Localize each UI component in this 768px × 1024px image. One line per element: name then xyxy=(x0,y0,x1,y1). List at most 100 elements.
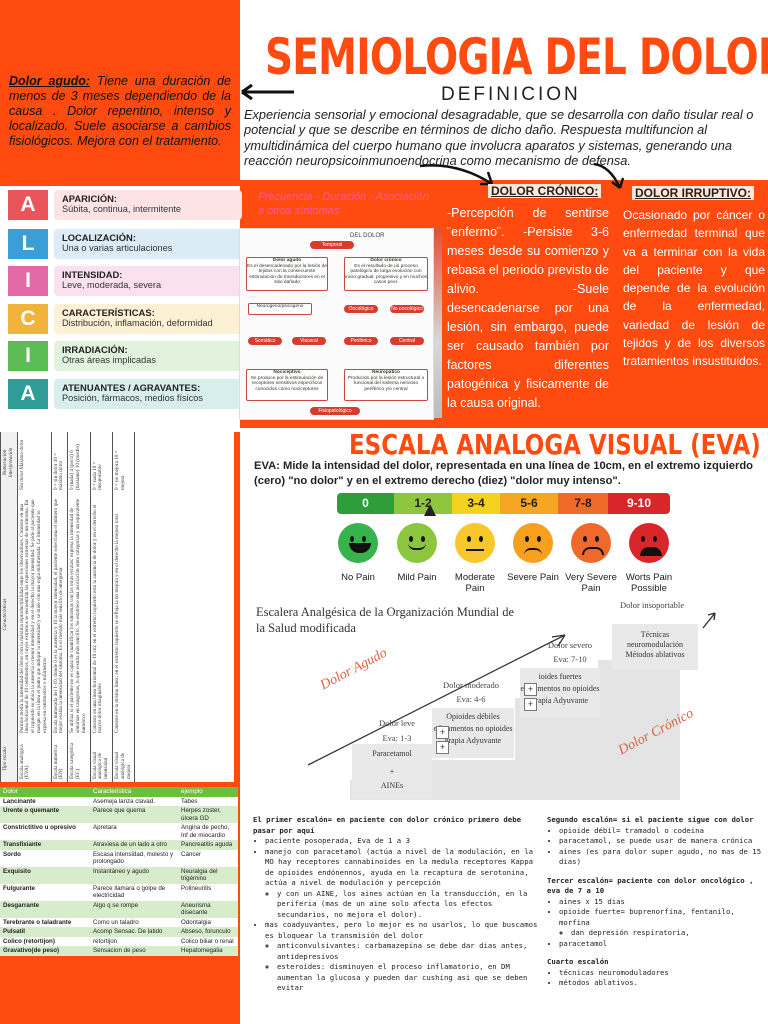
segundo-escalon-heading: Segundo escalón= si el paciente sigue co… xyxy=(547,815,754,824)
table-cell: Apretara xyxy=(90,823,178,840)
alicia-letter: A xyxy=(8,379,48,409)
oms-severo-eva: Eva: 7-10 xyxy=(553,654,587,664)
table-cell: Abseso, forunculo xyxy=(178,927,238,937)
table-cell: Sordo xyxy=(0,849,90,867)
table-header: Característica xyxy=(90,787,178,797)
no-pain-face-icon xyxy=(338,523,378,563)
scale-marker-icon xyxy=(424,504,436,516)
alicia-desc: Distribución, inflamación, deformidad xyxy=(62,318,213,328)
alicia-title: CARACTERÍSTICAS: xyxy=(62,307,155,318)
diagram-somatico: Somático xyxy=(248,337,282,345)
list-item: manejo con paracetamol (actúa a nivel de… xyxy=(265,847,545,921)
list-item: opioide fuerte= buprenorfina, fentanilo,… xyxy=(559,907,762,939)
table-cell: Escasa intensidad, molesto y prolongado xyxy=(90,849,178,867)
alicia-desc: Leve, moderada, severa xyxy=(62,280,162,290)
list-item: métodos ablativos. xyxy=(559,978,762,989)
moderate-pain-face-icon xyxy=(455,523,495,563)
alicia-row-caracteristicas: C CARACTERÍSTICAS:Distribución, inflamac… xyxy=(8,304,242,334)
plus-icon: + xyxy=(436,741,449,754)
table-cell: Polineuritis xyxy=(178,883,238,901)
table-cell: Parece que quema xyxy=(90,806,178,823)
list-item: aines x 15 dias xyxy=(559,897,762,908)
alicia-letter: L xyxy=(8,229,48,259)
alicia-box: LOCALIZACIÓN:Una o varias articulaciones xyxy=(54,229,242,259)
table-cell: Acomp Sensac. De latido xyxy=(90,927,178,937)
alicia-title: LOCALIZACIÓN: xyxy=(62,232,136,243)
alicia-desc: Una o varias articulaciones xyxy=(62,243,173,253)
oms-terapia: erapia Adyuvante xyxy=(531,696,589,705)
diagram-central: Central xyxy=(390,337,424,345)
alicia-title: ATENUANTES / AGRAVANTES: xyxy=(62,382,201,393)
oms-step-2 xyxy=(430,760,680,782)
table-cell: Herpes zoster, úlcera GD xyxy=(178,806,238,823)
alicia-row-localizacion: L LOCALIZACIÓN:Una o varias articulacion… xyxy=(8,229,242,259)
table-cell: Colico biliar o renal xyxy=(178,936,238,946)
list-item: y con un AINE, los aines actúan en la tr… xyxy=(277,889,545,921)
arrow-to-cronico-icon xyxy=(419,164,494,186)
oms-opioides-debiles: Opioides débiles xyxy=(446,712,500,721)
diagram-no-onco: No oncológico xyxy=(390,305,424,313)
alicia-box: IRRADIACIÓN:Otras áreas implicadas xyxy=(54,341,242,371)
table-cell: Pancreatitis aguda xyxy=(178,840,238,850)
table-row: Escala visual analógica de mejora Consis… xyxy=(112,432,135,782)
alicia-desc: Otras áreas implicadas xyxy=(62,355,156,365)
diagram-agudo-desc: Es el desencadenado por la lesión de tej… xyxy=(247,263,328,286)
diagram-fisio: Fisiopatológico xyxy=(310,407,360,415)
plus-icon: + xyxy=(524,698,537,711)
table-cell: Parece llamara o golpe de electricidad xyxy=(90,883,178,901)
face-label: No Pain xyxy=(341,572,375,583)
table-cell: 0 = nada 10 = insoportable xyxy=(90,432,113,493)
list-item: mas coadyuvantes, pero lo mejor es no us… xyxy=(265,920,545,994)
diagram-title: DEL DOLOR xyxy=(350,233,385,239)
table-cell: Sin dolor Máximo dolor xyxy=(17,432,52,493)
table-cell: Gravativo(de peso) xyxy=(0,946,90,956)
eva-scale-0: 0 xyxy=(337,493,394,514)
oms-moderado-eva: Eva: 4-6 xyxy=(456,694,486,704)
table-cell: 0 = no mejora 10 = mejora xyxy=(112,432,135,493)
frequency-note: Frecuencia - Duración - Asociación a otr… xyxy=(258,191,429,217)
definition-heading: DEFINICION xyxy=(441,84,581,105)
primer-escalon-heading: El primer escalón= en paciente con dolor… xyxy=(253,815,521,835)
table-cell: Asemeja lanza clavad. xyxy=(90,796,178,806)
face-label: Severe Pain xyxy=(507,572,559,583)
oms-moderado: Dolor moderado xyxy=(443,680,499,690)
list-item: paciente posoperada, Eva de 1 a 3 xyxy=(265,836,545,847)
alicia-box: APARICIÓN:Súbita, continua, intermitente xyxy=(54,190,242,220)
alicia-title: INTENSIDAD: xyxy=(62,269,123,280)
table-header: ejemplo xyxy=(178,787,238,797)
table-cell: Atraviesa de un lado a otro xyxy=(90,840,178,850)
table-cell: Cáncer xyxy=(178,849,238,867)
table-cell: Escala visual analógica de intensidad xyxy=(90,736,113,782)
definition-panel xyxy=(240,0,768,183)
alicia-letter: A xyxy=(8,190,48,220)
table-cell: Pulsatil xyxy=(0,927,90,937)
list-item-text: opioide fuerte= buprenorfina, fentanilo,… xyxy=(559,907,735,927)
alicia-box: CARACTERÍSTICAS:Distribución, inflamació… xyxy=(54,304,242,334)
table-cell: Consiste en una línea horizontal de 10 c… xyxy=(90,493,113,736)
table-cell: Algo q se rompe xyxy=(90,900,178,918)
oms-opioides-fuertes: ioides fuertes xyxy=(538,672,582,681)
diagram-cronico: Dolor crónico xyxy=(370,258,402,263)
diagram-neuropatico: Neuropático xyxy=(372,370,400,375)
plus-icon: + xyxy=(436,726,449,739)
alicia-desc: Súbita, continua, intermitente xyxy=(62,204,181,214)
table-cell: Terebrante o taladrante xyxy=(0,917,90,927)
alicia-letter: I xyxy=(8,341,48,371)
diagram-cronico-desc: Es el resultado de un proceso patológico… xyxy=(345,263,427,286)
oms-paracetamol: Paracetamol xyxy=(372,749,412,758)
arrow-left-icon xyxy=(241,83,294,101)
eva-title: ESCALA ANALOGA VISUAL (EVA) xyxy=(349,428,761,461)
table-cell: 0 (nada) 4 (poco) 6 (bastante) 10 (mucho… xyxy=(67,432,91,493)
table-cell: Fulgurante xyxy=(0,883,90,901)
list-item: aines (es para dolor super agudo, no mas… xyxy=(559,847,762,868)
table-cell: Lancinante xyxy=(0,796,90,806)
table-row: Escala numérica (EN) Escala numerada del… xyxy=(51,432,68,782)
list-item: paracetamol, se puede usar de manera cró… xyxy=(559,836,762,847)
alicia-row-atenuantes: A ATENUANTES / AGRAVANTES:Posición, fárm… xyxy=(8,379,242,409)
